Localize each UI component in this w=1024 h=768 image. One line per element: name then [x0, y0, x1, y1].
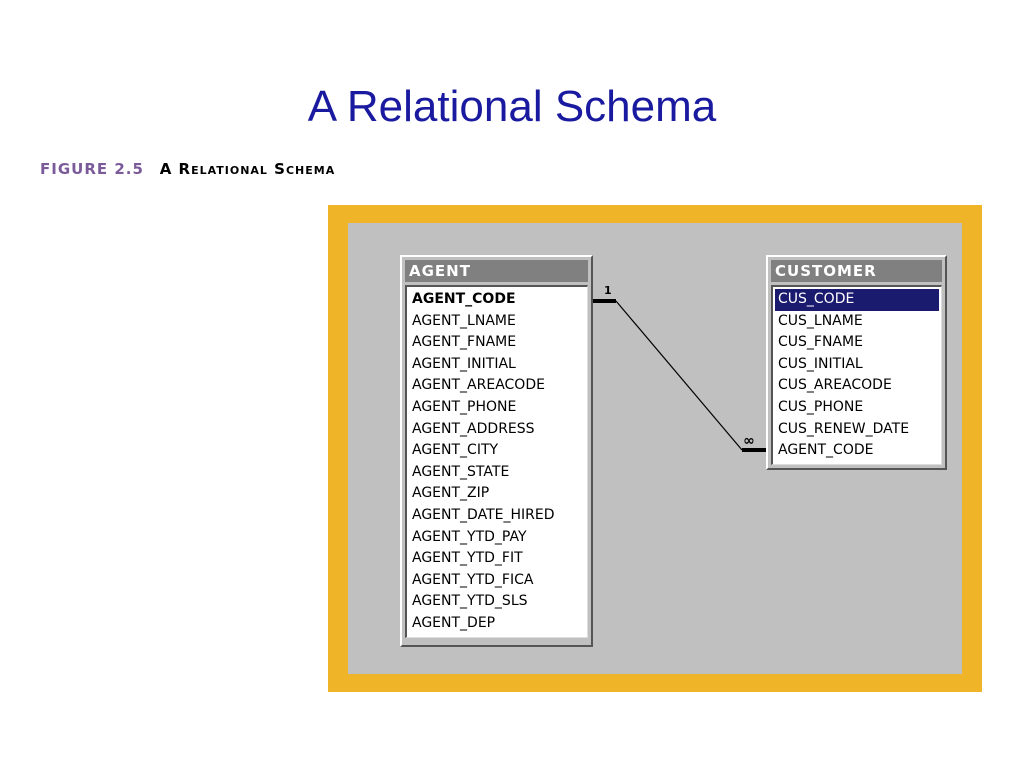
agent-table-header[interactable]: AGENT — [405, 260, 588, 282]
agent-field[interactable]: AGENT_CITY — [412, 442, 499, 459]
relationship-canvas: 1 ∞ AGENT AGENT_CODE AGENT_LNAME AGENT_FNA… — [348, 223, 962, 674]
agent-field-list: AGENT_CODE AGENT_LNAME AGENT_FNAME AGENT_IN… — [405, 285, 588, 638]
customer-field[interactable]: CUS_PHONE — [778, 398, 864, 415]
agent-field[interactable]: AGENT_FNAME — [412, 334, 517, 351]
agent-field[interactable]: AGENT_DATE_HIRED — [412, 506, 555, 523]
agent-field[interactable]: AGENT_AREACODE — [412, 377, 545, 394]
agent-field[interactable]: AGENT_STATE — [412, 463, 510, 480]
agent-field[interactable]: AGENT_YTD_FIT — [412, 550, 523, 567]
customer-field[interactable]: CUS_LNAME — [778, 312, 863, 329]
customer-field[interactable]: CUS_FNAME — [778, 334, 863, 351]
cardinality-many: ∞ — [743, 433, 755, 449]
customer-table-header[interactable]: CUSTOMER — [771, 260, 942, 282]
agent-field[interactable]: AGENT_INITIAL — [412, 355, 516, 372]
schema-frame: 1 ∞ AGENT AGENT_CODE AGENT_LNAME AGENT_FNA… — [328, 205, 982, 692]
figure-name: A Relational Schema — [159, 160, 336, 178]
agent-field[interactable]: AGENT_PHONE — [412, 398, 517, 415]
relationship-line: 1 ∞ — [593, 284, 766, 452]
agent-field[interactable]: AGENT_YTD_FICA — [412, 571, 534, 588]
figure-caption: FIGURE 2.5 A Relational Schema — [40, 160, 335, 178]
agent-field[interactable]: AGENT_CODE — [412, 291, 516, 307]
figure-label: FIGURE 2.5 — [40, 160, 144, 178]
agent-field[interactable]: AGENT_ZIP — [412, 485, 490, 502]
agent-field[interactable]: AGENT_YTD_PAY — [412, 528, 527, 545]
customer-field[interactable]: AGENT_CODE — [778, 442, 874, 459]
cardinality-one: 1 — [604, 284, 612, 297]
customer-field[interactable]: CUS_RENEW_DATE — [778, 420, 910, 437]
customer-field[interactable]: CUS_CODE — [775, 289, 939, 311]
agent-field[interactable]: AGENT_YTD_SLS — [412, 593, 528, 610]
agent-field[interactable]: AGENT_LNAME — [412, 312, 516, 329]
slide-title: A Relational Schema — [307, 82, 717, 131]
customer-field[interactable]: CUS_AREACODE — [778, 377, 892, 394]
agent-field[interactable]: AGENT_DEP — [412, 614, 496, 631]
agent-field[interactable]: AGENT_ADDRESS — [412, 420, 535, 437]
customer-field[interactable]: CUS_INITIAL — [778, 355, 863, 372]
